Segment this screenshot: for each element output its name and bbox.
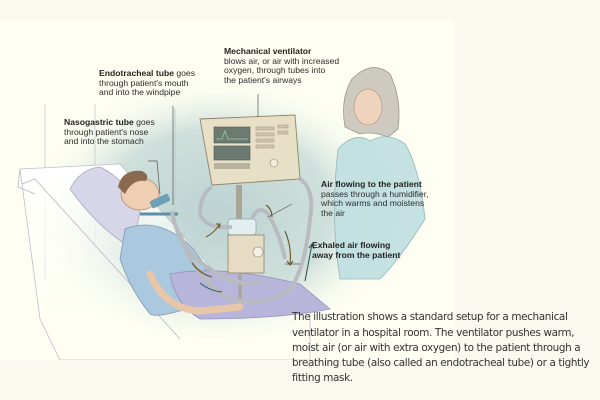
nurse-figure [334,67,426,280]
label-air-to-patient: Air flowing to the patient passes throug… [321,179,429,218]
illustration-panel: Mechanical ventilator blows air, or air … [0,19,454,360]
airflow-arrows [191,204,315,293]
caption-text: The illustration shows a standard setup … [292,311,590,385]
label-endotracheal-tube: Endotracheal tube goes through patient's… [99,68,195,98]
leader-lines [148,94,300,265]
label-exhaled-air: Exhaled air flowing away from the patien… [312,240,401,260]
patient-head [118,170,178,216]
label-nasogastric-tube: Nasogastric tube goes through patient's … [64,117,155,147]
ventilator-illustration [17,59,426,360]
label-mechanical-ventilator: Mechanical ventilator blows air, or air … [224,46,340,85]
